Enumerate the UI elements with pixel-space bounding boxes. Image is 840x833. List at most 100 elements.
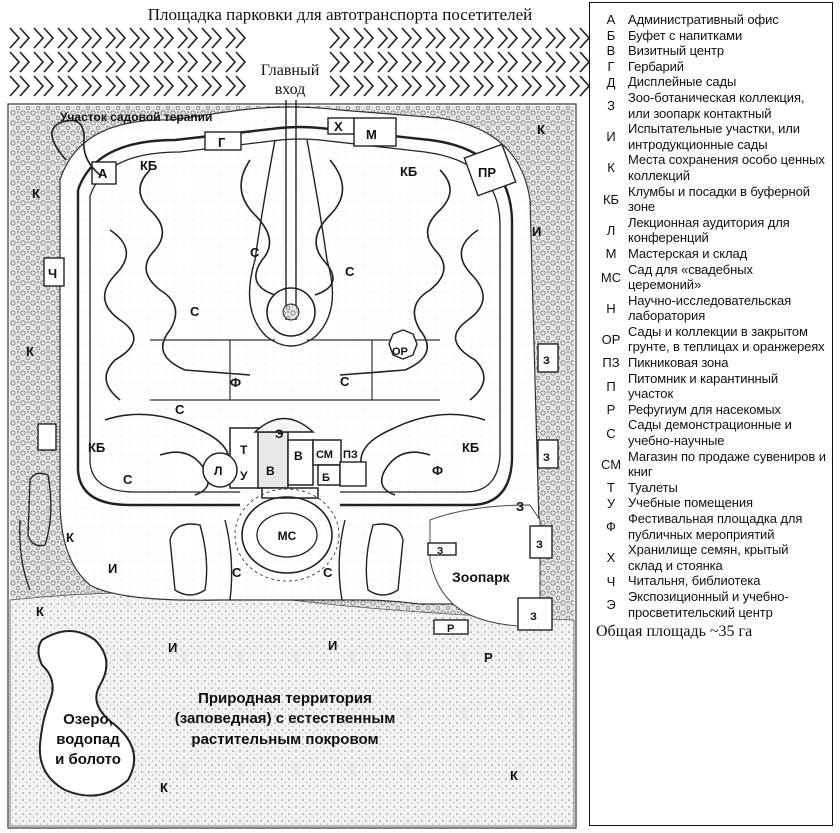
zone-label-s4: С (340, 374, 350, 389)
zone-label-i4: И (328, 638, 337, 653)
legend-code: У (606, 495, 616, 511)
legend-description: Гербарий (628, 58, 684, 74)
parking-title: Площадка парковки для автотранспорта пос… (148, 5, 532, 24)
zone-label-z6: З (530, 611, 537, 623)
zone-label-s2: С (345, 264, 355, 279)
legend-code: Т (607, 480, 615, 496)
zone-label-z3: З (516, 499, 524, 514)
legend-code: СМ (600, 456, 622, 472)
legend-description: Учебные помещения (628, 495, 753, 511)
festival-paths (150, 339, 440, 401)
zone-label-ms: МС (278, 529, 297, 543)
legend-description: Пикниковая зона (628, 355, 729, 371)
garden-map: Площадка парковки для автотранспорта пос… (7, 5, 590, 829)
zone-label-f1: Ф (230, 375, 241, 390)
legend-description: Дисплейные сады (628, 74, 737, 90)
legend-code: МС (600, 269, 622, 285)
zone-label-i1: И (532, 224, 541, 239)
zone-label-s8: С (323, 565, 333, 580)
zone-label-z2: З (543, 452, 550, 464)
legend-code: КБ (602, 191, 620, 207)
legend-total-area: Общая площадь ~35 га (596, 623, 753, 641)
zone-label-s5: С (175, 402, 185, 417)
parking-chevrons (9, 27, 590, 97)
legend-code: Н (606, 300, 616, 316)
inner-path (89, 138, 501, 493)
zone-label-k6: К (160, 780, 168, 795)
main-entrance-label-line1: Главный (261, 62, 320, 79)
legend-item: У Учебные помещения (594, 495, 826, 511)
zone-label-kh: Х (334, 119, 343, 134)
legend-code: Б (606, 27, 616, 43)
small-structures (37, 117, 559, 635)
legend-code: Ч (606, 573, 616, 589)
legend-code: В (606, 43, 616, 59)
legend-code: Х (606, 550, 616, 566)
legend-item: Ф Фестивальная площадка для публичных мер… (594, 511, 826, 542)
zone-label-kb3: КБ (88, 440, 105, 455)
zone-label-r1: Р (447, 623, 454, 635)
legend-description: Лекционная аудитория для конференций (628, 214, 790, 246)
zone-label-f2: Ф (432, 463, 443, 478)
zone-label-s1: С (250, 245, 260, 260)
legend-code: К (607, 160, 615, 176)
zone-label-pr: ПР (478, 165, 496, 180)
lower-left-beds (19, 472, 52, 591)
lake (37, 630, 136, 797)
legend-description: Питомник и карантинный участок (628, 370, 779, 402)
zone-label-u: У (240, 469, 248, 483)
legend-item: П Питомник и карантинный участок (594, 371, 826, 402)
zone-label-s6: С (123, 472, 133, 487)
zone-label-z4: З (536, 539, 543, 551)
legend-description: Места сохранения особо ценных коллекций (628, 152, 825, 183)
legend-description: Экспозиционный и учебно-просветительский… (628, 588, 789, 620)
legend-description: Магазин по продаже сувениров и книг (628, 448, 826, 480)
zone-label-kb4: КБ (462, 440, 479, 455)
zone-label-ch: Ч (48, 266, 57, 281)
zone-label-i3: И (168, 640, 177, 655)
zone-label-k5: К (36, 604, 44, 619)
legend-code: М (605, 246, 617, 262)
legend-item: Б Буфет с напитками (594, 28, 826, 44)
zone-label-k2: К (32, 186, 40, 201)
zone-label-kb1: КБ (140, 158, 157, 173)
legend-description: Буфет с напитками (628, 27, 743, 43)
zone-label-kb2: КБ (400, 164, 417, 179)
main-entrance: Главный вход (252, 56, 330, 100)
legend-description: Рефугиум для насекомых (628, 401, 781, 417)
main-entrance-label-line2: вход (275, 81, 306, 98)
zone-label-sm: СМ (316, 449, 333, 461)
legend-item: Г Гербарий (594, 59, 826, 75)
legend-code: Р (606, 402, 616, 418)
legend-description: Фестивальная площадка для публичных меро… (628, 511, 803, 542)
legend-code: Г (607, 59, 615, 75)
legend-code: З (607, 98, 615, 114)
zone-label-t: Т (240, 443, 248, 457)
zone-label-v2: В (294, 449, 303, 463)
zone-label-r2: Р (484, 650, 493, 665)
legend-code: С (606, 425, 616, 441)
zoo-area (429, 504, 541, 627)
zone-label-l: Л (214, 464, 222, 478)
legend-code: П (606, 378, 616, 394)
legend-code: Ф (606, 519, 616, 535)
natural-area-label-line2: (заповедная) с естественным (175, 710, 396, 727)
legend-code: Д (606, 74, 616, 90)
zone-label-s7: С (232, 565, 242, 580)
legend-code: А (606, 12, 616, 28)
zone-label-k4: К (66, 530, 74, 545)
legend-item: Д Дисплейные сады (594, 74, 826, 90)
